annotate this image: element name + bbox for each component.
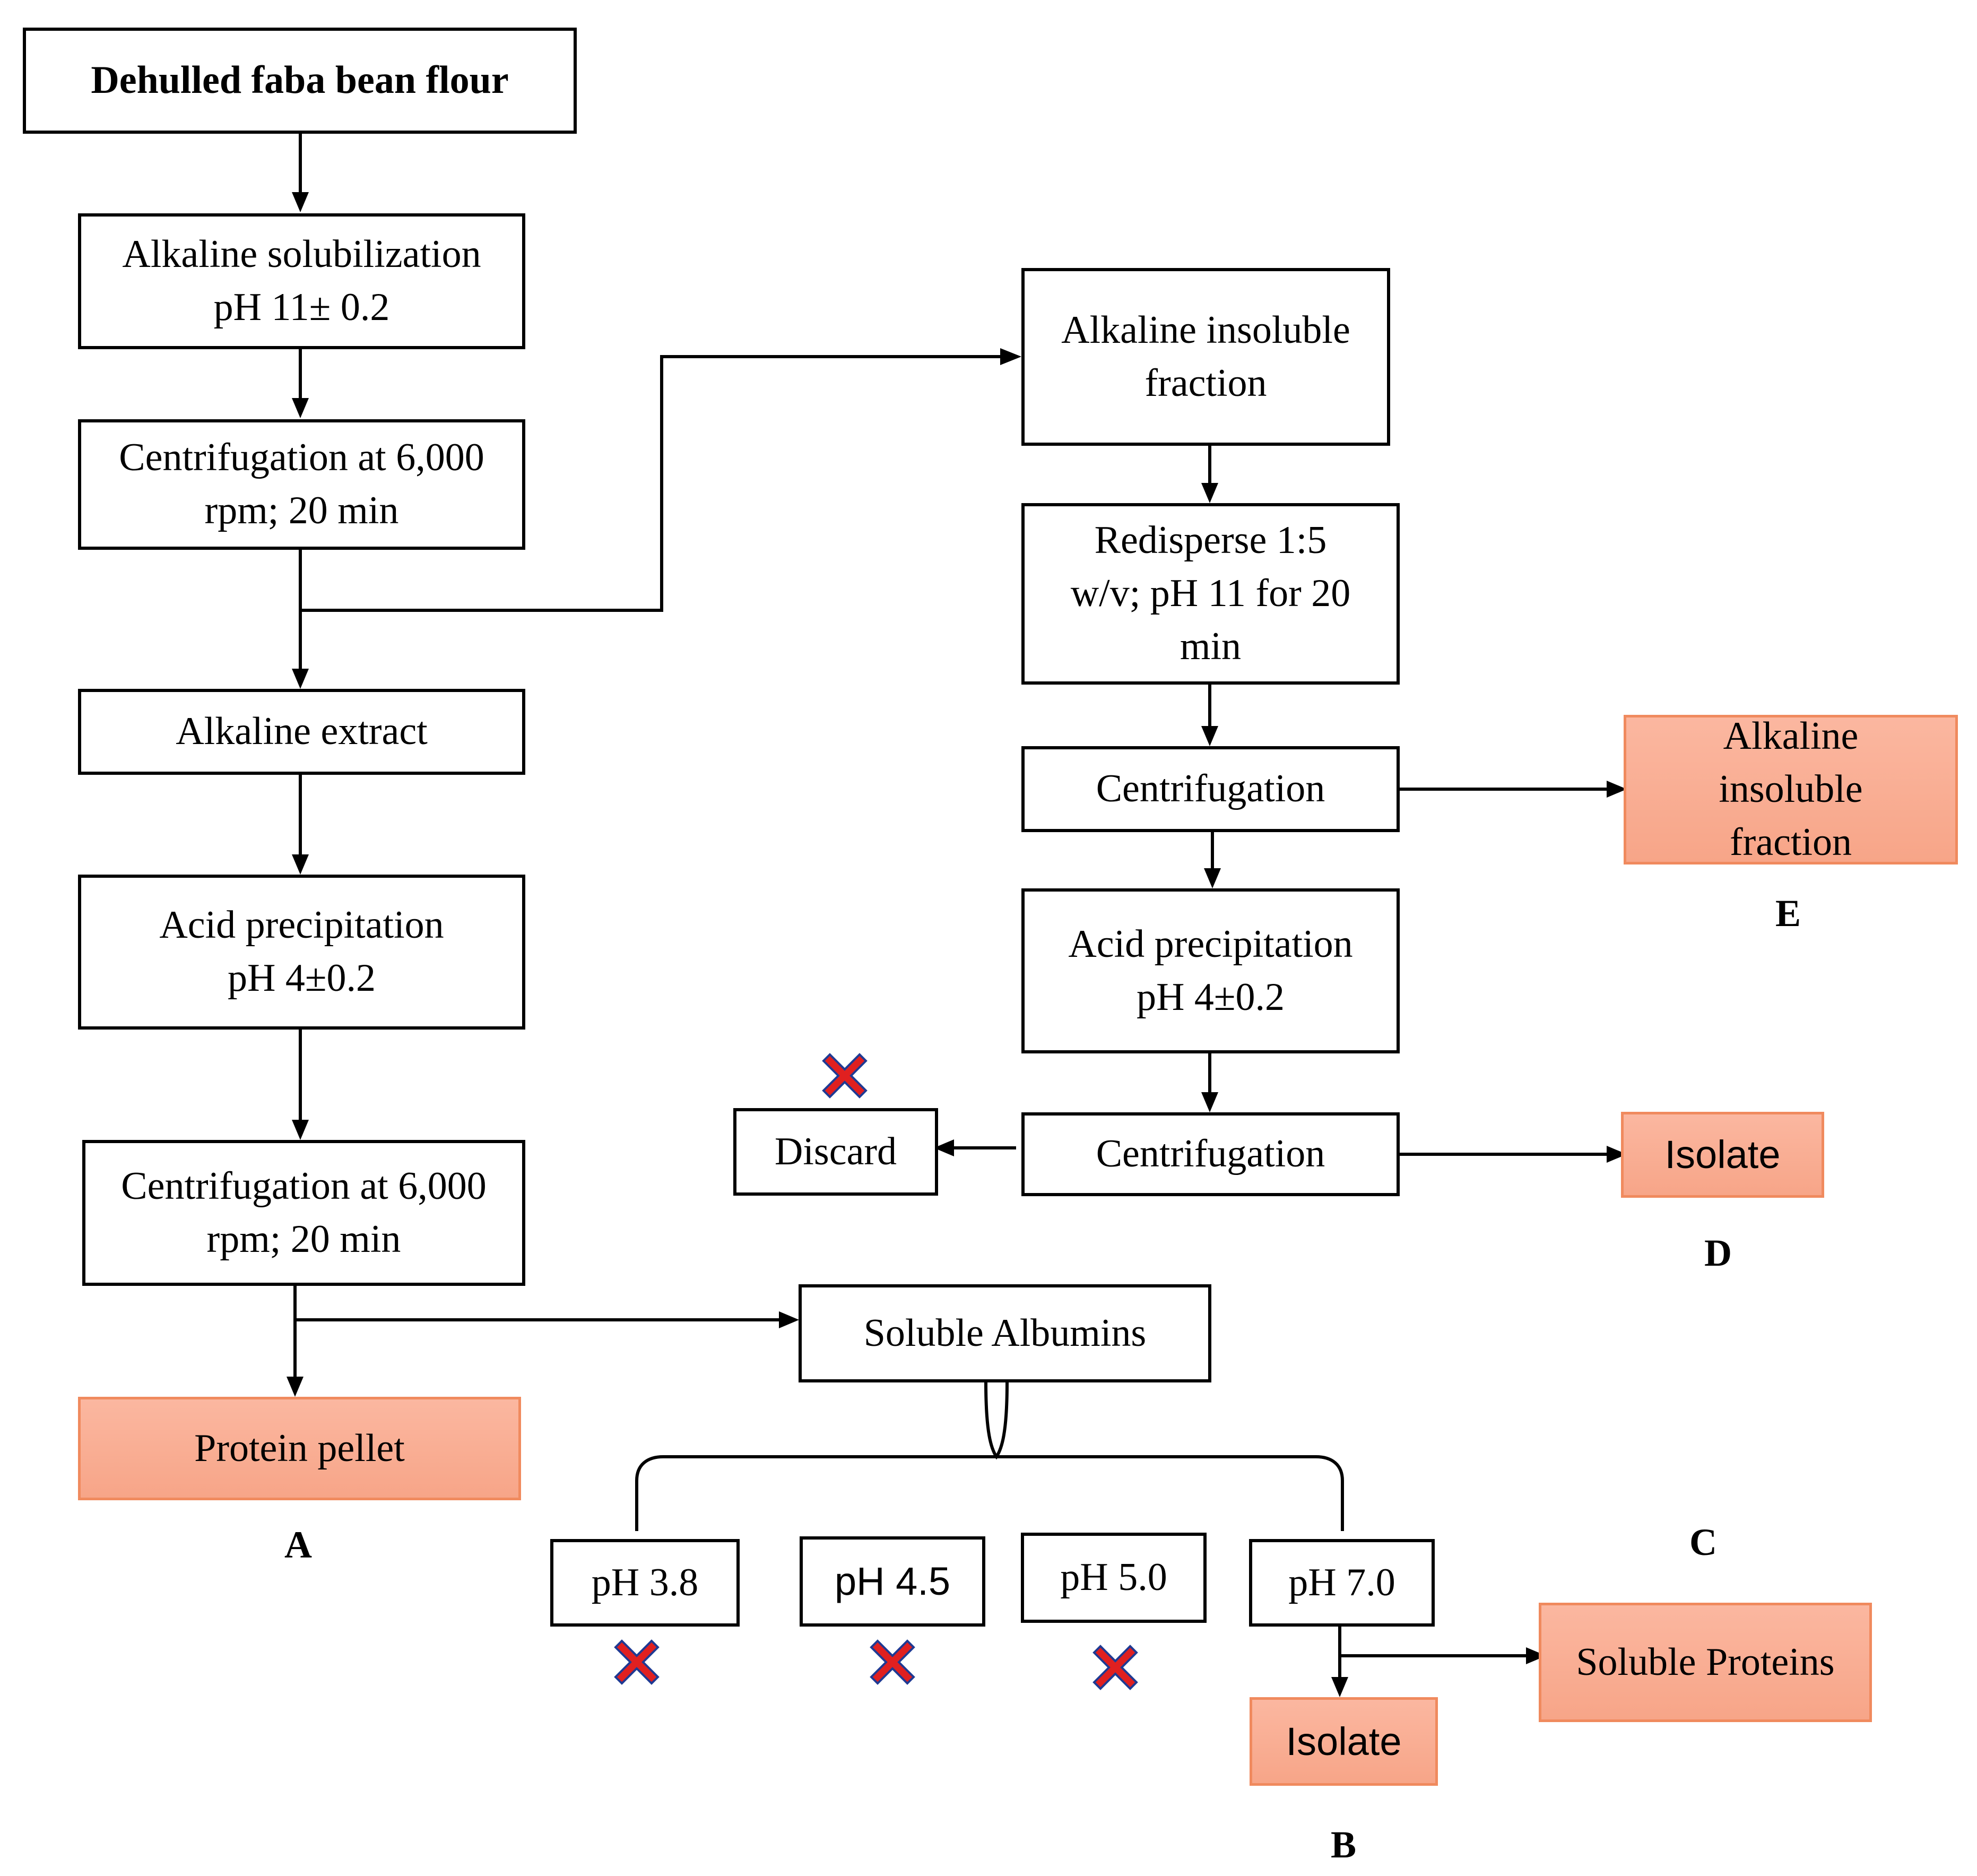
ph-4-5-box: pH 4.5 xyxy=(800,1536,985,1627)
arrowhead-insoluble xyxy=(1000,348,1021,365)
albumins-brace-branch xyxy=(635,1455,1344,1531)
arrowhead-albumins xyxy=(779,1311,799,1328)
reject-mark-ph45 xyxy=(870,1639,915,1685)
ph-4-5-label: pH 4.5 xyxy=(834,1559,951,1604)
flour-label: Dehulled faba bean flour xyxy=(91,58,509,102)
arrowhead-acid xyxy=(292,854,309,875)
label-d: D xyxy=(1704,1232,1732,1274)
acid-precipitation-r-label: Acid precipitation xyxy=(1068,922,1353,966)
isolate-b-label: Isolate xyxy=(1286,1719,1402,1763)
ph-3-8-label: pH 3.8 xyxy=(591,1560,699,1604)
soluble-albumins-label: Soluble Albumins xyxy=(863,1311,1147,1355)
centrifugation-2-line2: rpm; 20 min xyxy=(206,1217,401,1261)
arrowhead-acid-r xyxy=(1204,868,1221,888)
arrowhead-soluble-proteins xyxy=(1526,1647,1546,1664)
acid-precipitation-box: Acid precipitation pH 4±0.2 xyxy=(78,875,525,1030)
alkaline-solubilization-box: Alkaline solubilization pH 11± 0.2 xyxy=(78,213,525,349)
acid-precipitation-r-ph: pH 4±0.2 xyxy=(1136,975,1285,1019)
arrowhead-centrifugation1 xyxy=(292,398,309,418)
arrowhead-centrifugation-r2 xyxy=(1201,1092,1218,1112)
centrifugation-1-line1: Centrifugation at 6,000 xyxy=(119,436,484,480)
label-e: E xyxy=(1775,892,1801,935)
reject-mark-ph38 xyxy=(614,1639,660,1685)
isolate-b-box: Isolate xyxy=(1250,1697,1438,1786)
arrow-centrifugation-to-insoluble xyxy=(300,355,1002,612)
reject-marks xyxy=(614,1053,1138,1690)
acid-precipitation-label: Acid precipitation xyxy=(159,903,444,947)
alkaline-insoluble-out-line3: fraction xyxy=(1729,820,1852,864)
alkaline-solubilization-label: Alkaline solubilization xyxy=(122,232,481,276)
arrowhead-pellet xyxy=(287,1377,304,1397)
redisperse-box: Redisperse 1:5 w/v; pH 11 for 20 min xyxy=(1021,503,1400,685)
flour-box: Dehulled faba bean flour xyxy=(23,28,577,134)
centrifugation-r1-box: Centrifugation xyxy=(1021,746,1400,832)
arrowhead-solubilization xyxy=(292,192,309,212)
label-a: A xyxy=(284,1524,312,1566)
discard-box: Discard xyxy=(733,1108,938,1196)
label-b: B xyxy=(1330,1823,1357,1866)
arrowhead-redisperse xyxy=(1201,483,1218,503)
arrowhead-extract xyxy=(292,669,309,689)
alkaline-insoluble-line2: fraction xyxy=(1144,361,1267,405)
protein-pellet-label: Protein pellet xyxy=(194,1426,405,1470)
redisperse-line3: min xyxy=(1180,624,1242,668)
arrowhead-centrifugation2 xyxy=(292,1120,309,1140)
alkaline-insoluble-box: Alkaline insoluble fraction xyxy=(1021,268,1390,446)
alkaline-solubilization-ph: pH 11± 0.2 xyxy=(213,286,390,329)
alkaline-insoluble-line1: Alkaline insoluble xyxy=(1061,308,1350,352)
albumins-brace xyxy=(984,1382,1009,1460)
redisperse-line1: Redisperse 1:5 xyxy=(1094,518,1327,563)
arrowhead-isolate-b xyxy=(1331,1677,1348,1697)
alkaline-extract-box: Alkaline extract xyxy=(78,689,525,775)
acid-precipitation-r-box: Acid precipitation pH 4±0.2 xyxy=(1021,888,1400,1053)
centrifugation-1-line2: rpm; 20 min xyxy=(204,489,399,532)
centrifugation-1-box: Centrifugation at 6,000 rpm; 20 min xyxy=(78,419,525,550)
discard-label: Discard xyxy=(774,1129,897,1173)
centrifugation-r2-label: Centrifugation xyxy=(1096,1132,1325,1176)
ph-7-0-box: pH 7.0 xyxy=(1249,1539,1435,1627)
centrifugation-2-box: Centrifugation at 6,000 rpm; 20 min xyxy=(82,1140,525,1286)
ph-7-0-label: pH 7.0 xyxy=(1288,1560,1395,1604)
arrowhead-isolate-d xyxy=(1607,1146,1627,1163)
alkaline-insoluble-out-line1: Alkaline xyxy=(1723,714,1859,758)
arrowhead-discard xyxy=(934,1139,954,1156)
alkaline-insoluble-out-line2: insoluble xyxy=(1719,767,1863,811)
reject-mark-discard xyxy=(822,1053,868,1099)
ph-3-8-box: pH 3.8 xyxy=(550,1539,740,1627)
centrifugation-r2-box: Centrifugation xyxy=(1021,1112,1400,1196)
acid-precipitation-ph: pH 4±0.2 xyxy=(227,956,376,1000)
isolate-d-label: Isolate xyxy=(1664,1132,1781,1177)
ph-5-0-box: pH 5.0 xyxy=(1021,1533,1207,1623)
isolate-d-box: Isolate xyxy=(1621,1112,1824,1198)
alkaline-extract-label: Alkaline extract xyxy=(176,710,428,754)
redisperse-line2: w/v; pH 11 for 20 xyxy=(1070,572,1351,616)
soluble-albumins-box: Soluble Albumins xyxy=(799,1284,1211,1382)
arrowhead-centrifugation-r1 xyxy=(1201,726,1218,746)
label-c: C xyxy=(1689,1521,1717,1563)
ph-5-0-label: pH 5.0 xyxy=(1060,1555,1167,1600)
reject-mark-ph50 xyxy=(1092,1645,1138,1690)
alkaline-insoluble-out-box: Alkaline insoluble fraction xyxy=(1624,714,1958,864)
protein-pellet-box: Protein pellet xyxy=(78,1397,521,1500)
arrowhead-insoluble-out xyxy=(1607,781,1627,798)
centrifugation-r1-label: Centrifugation xyxy=(1096,767,1325,811)
soluble-proteins-box: Soluble Proteins xyxy=(1539,1603,1872,1722)
centrifugation-2-line1: Centrifugation at 6,000 xyxy=(121,1164,487,1208)
soluble-proteins-label: Soluble Proteins xyxy=(1576,1640,1835,1684)
